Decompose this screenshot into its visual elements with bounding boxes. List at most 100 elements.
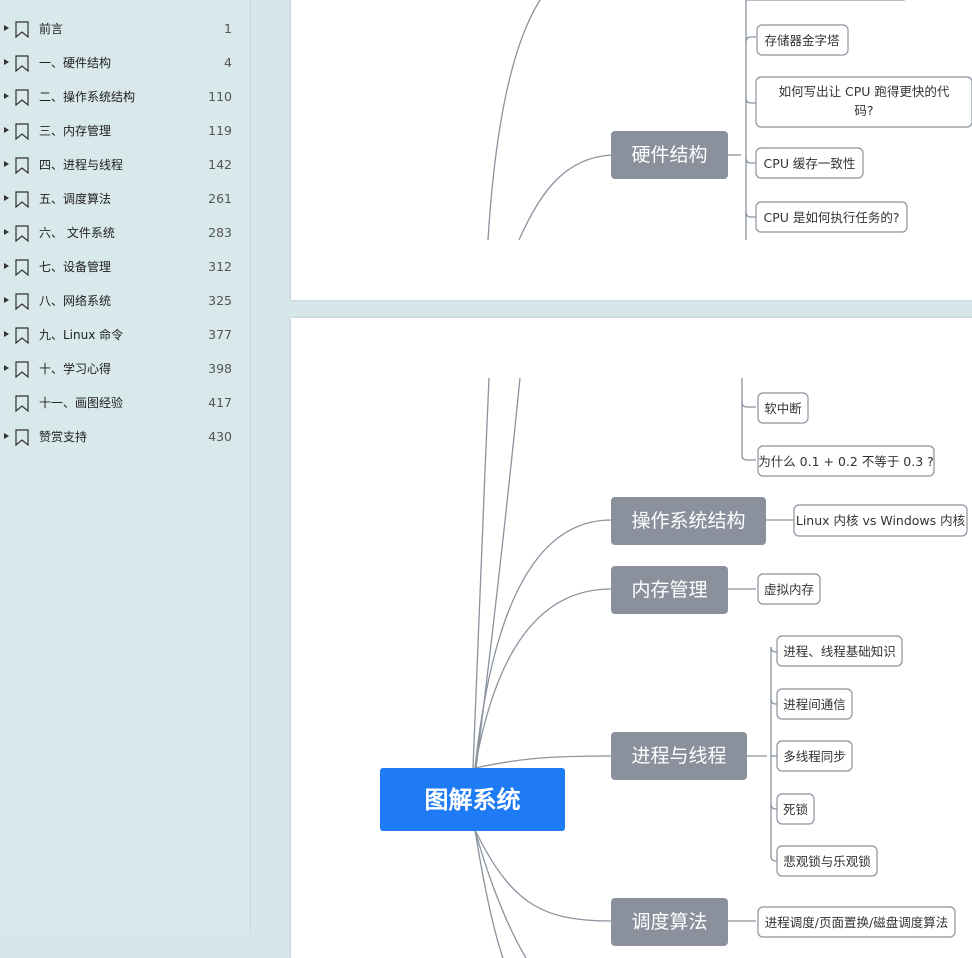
bookmark-scheduling[interactable]: 五、调度算法 261 [0, 182, 251, 216]
bookmark-label: 十、学习心得 [39, 362, 112, 376]
bookmark-process-thread[interactable]: 四、进程与线程 142 [0, 148, 251, 182]
bookmark-label: 六、 文件系统 [39, 226, 115, 240]
bookmark-page-number: 430 [208, 429, 232, 444]
bookmark-icon [15, 259, 29, 276]
mindmap-leaf [755, 76, 972, 128]
mindmap-leaf-label: 进程、线程基础知识 [783, 644, 896, 659]
mindmap-leaf [757, 445, 935, 477]
bookmark-label: 五、调度算法 [39, 192, 112, 206]
bookmark-os-structure[interactable]: 二、操作系统结构 110 [0, 80, 251, 114]
mindmap-leaf-label: Linux 内核 vs Windows 内核 [796, 513, 966, 528]
mindmap-leaf [776, 845, 878, 877]
bookmark-page-number: 261 [208, 191, 232, 206]
bookmark-support[interactable]: 赞赏支持 430 [0, 420, 251, 454]
bookmark-page-number: 142 [208, 157, 232, 172]
mindmap-leaf-label: 进程间通信 [783, 697, 846, 712]
bookmark-device[interactable]: 七、设备管理 312 [0, 250, 251, 284]
bookmark-page-number: 119 [208, 123, 232, 138]
expand-arrow-icon[interactable] [4, 93, 9, 99]
expand-arrow-icon[interactable] [4, 161, 9, 167]
bookmark-label: 九、Linux 命令 [39, 328, 124, 342]
expand-arrow-icon[interactable] [4, 229, 9, 235]
bookmark-page-number: 312 [208, 259, 232, 274]
mindmap-branch-label: 操作系统结构 [631, 510, 745, 532]
mindmap-leaf-label: CPU 是如何执行任务的? [763, 210, 899, 225]
bookmark-label: 三、内存管理 [39, 124, 112, 138]
mindmap-leaf [755, 201, 908, 233]
bookmark-page-number: 417 [208, 395, 232, 410]
mindmap-branch-os-structure [611, 497, 766, 545]
bookmark-page-number: 398 [208, 361, 232, 376]
mindmap-leaf-label: 存储器金字塔 [764, 33, 840, 48]
bookmark-label: 一、硬件结构 [39, 56, 112, 70]
expand-arrow-icon[interactable] [4, 25, 9, 31]
expand-arrow-icon[interactable] [4, 331, 9, 337]
document-page-1: 硬件结构 存储器金字塔 如何写出让 CPU 跑得更快的代 码? CPU 缓存一致… [291, 0, 972, 300]
mindmap-branch-label: 调度算法 [631, 911, 707, 933]
mindmap-connectors [472, 377, 794, 958]
mindmap-leaf [757, 573, 821, 605]
mindmap-leaf-label: 虚拟内存 [764, 582, 814, 597]
bookmark-icon [15, 123, 29, 140]
expand-arrow-icon[interactable] [4, 263, 9, 269]
bookmark-hardware[interactable]: 一、硬件结构 4 [0, 46, 251, 80]
bookmarks-sidebar: 前言 1 一、硬件结构 4 二、操作系统结构 110 三、内存管理 119 四、… [0, 0, 251, 932]
bookmark-icon [15, 191, 29, 208]
expand-arrow-icon[interactable] [4, 365, 9, 371]
bookmark-page-number: 110 [208, 89, 232, 104]
bookmark-icon [15, 89, 29, 106]
bookmark-preface[interactable]: 前言 1 [0, 12, 251, 46]
bookmark-icon [15, 429, 29, 446]
mindmap-leaf-label: CPU 缓存一致性 [764, 156, 856, 171]
expand-arrow-icon[interactable] [4, 433, 9, 439]
mindmap-leaf-label: 多线程同步 [783, 749, 846, 764]
bookmark-label: 二、操作系统结构 [39, 90, 136, 104]
mindmap-branch-label: 硬件结构 [631, 144, 707, 166]
bookmark-page-number: 377 [208, 327, 232, 342]
bookmark-icon [15, 157, 29, 174]
document-page-2: 软中断 为什么 0.1 + 0.2 不等于 0.3 ? 操作系统结构 Linux… [291, 318, 972, 958]
mindmap-root-node [380, 768, 565, 831]
bookmark-label: 赞赏支持 [39, 430, 88, 444]
expand-arrow-icon[interactable] [4, 297, 9, 303]
bookmark-drawing[interactable]: 十一、画图经验 417 [0, 386, 251, 420]
bookmark-page-number: 4 [224, 55, 232, 70]
bookmark-label: 四、进程与线程 [39, 158, 124, 172]
mindmap-branch-process [611, 732, 747, 780]
mindmap-leaf-label: 码? [854, 103, 873, 118]
bookmark-icon [15, 361, 29, 378]
mindmap-leaf-label: 悲观锁与乐观锁 [783, 854, 871, 869]
mindmap-branch-hardware [611, 131, 728, 179]
mindmap-leaf [776, 793, 815, 825]
bookmark-label: 七、设备管理 [39, 260, 112, 274]
bookmark-icon [15, 21, 29, 38]
expand-arrow-icon[interactable] [4, 59, 9, 65]
mindmap-overview: 软中断 为什么 0.1 + 0.2 不等于 0.3 ? 操作系统结构 Linux… [380, 377, 968, 958]
expand-arrow-icon[interactable] [4, 195, 9, 201]
mindmap-leaf [776, 688, 853, 720]
mindmap-leaf-label: 如何写出让 CPU 跑得更快的代 [779, 84, 950, 99]
mindmap-branch-memory [611, 566, 728, 614]
mindmap-leaf [776, 635, 903, 667]
bookmark-filesystem[interactable]: 六、 文件系统 283 [0, 216, 251, 250]
bookmark-label: 十一、画图经验 [39, 396, 124, 410]
mindmap-leaf-label: 为什么 0.1 + 0.2 不等于 0.3 ? [758, 454, 934, 469]
bookmark-learning[interactable]: 十、学习心得 398 [0, 352, 251, 386]
bookmark-label: 前言 [39, 22, 64, 36]
bookmark-icon [15, 327, 29, 344]
mindmap-leaf [776, 740, 853, 772]
bookmark-icon [15, 293, 29, 310]
mindmap-leaf [755, 147, 864, 179]
bookmark-icon [15, 55, 29, 72]
bookmark-icon [15, 395, 29, 412]
bookmark-page-number: 325 [208, 293, 232, 308]
bookmark-linux[interactable]: 九、Linux 命令 377 [0, 318, 251, 352]
mindmap-leaf [756, 24, 849, 56]
expand-arrow-icon[interactable] [4, 127, 9, 133]
mindmap-leaf-label: 软中断 [764, 401, 802, 416]
bookmark-network[interactable]: 八、网络系统 325 [0, 284, 251, 318]
bookmark-icon [15, 225, 29, 242]
bookmark-label: 八、网络系统 [39, 294, 112, 308]
bookmark-memory[interactable]: 三、内存管理 119 [0, 114, 251, 148]
bookmark-page-number: 283 [208, 225, 232, 240]
